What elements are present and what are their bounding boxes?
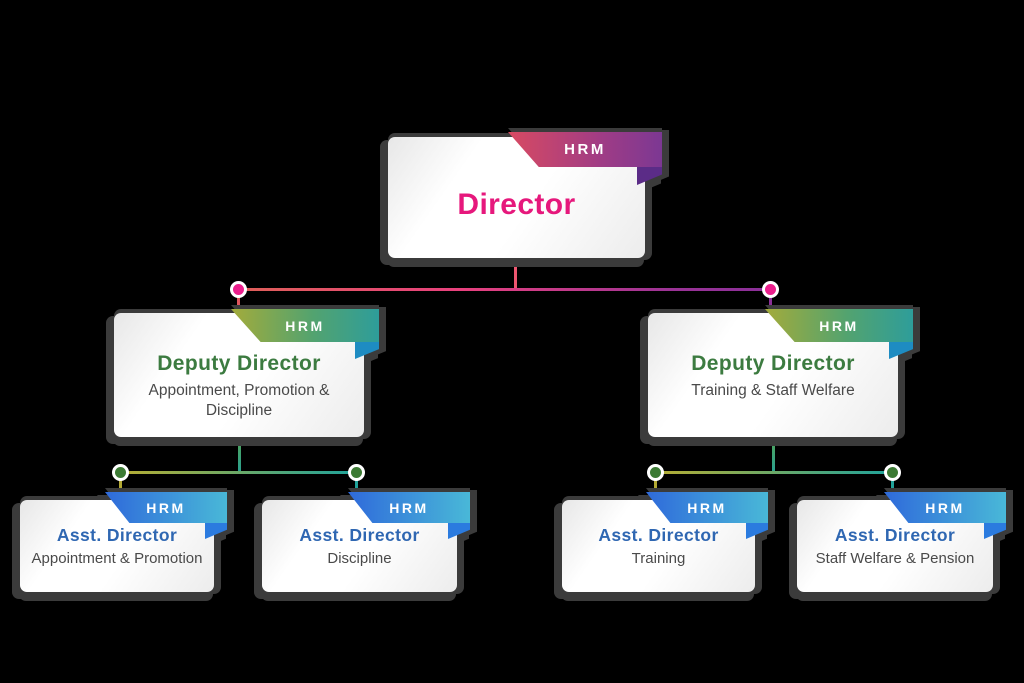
connector-stub-deputy-right: [768, 289, 772, 315]
hrm-ribbon: HRM: [348, 492, 470, 523]
hrm-ribbon: HRM: [765, 309, 913, 342]
hrm-ribbon: HRM: [105, 492, 227, 523]
connector-deputy-right-vertical: [771, 437, 775, 471]
assistant-title: Asst. Director: [56, 525, 178, 545]
org-card-asst-training: HRM Asst. Director Training: [562, 492, 768, 592]
assistant-subtitle: Appointment & Promotion: [31, 550, 203, 567]
branch-node-green-3: [646, 463, 664, 481]
deputy-title: Deputy Director: [691, 352, 855, 375]
org-card-asst-appointment: HRM Asst. Director Appointment & Promoti…: [20, 492, 227, 592]
branch-node-pink-right: [762, 281, 779, 298]
connector-level2-right-horizontal: [655, 470, 892, 474]
assistant-subtitle: Training: [631, 550, 686, 567]
org-card-deputy-appointment: HRM Deputy Director Appointment, Promoti…: [114, 309, 379, 437]
branch-node-green-4: [883, 463, 901, 481]
deputy-subtitle: Appointment, Promotion & Discipline: [148, 382, 330, 419]
branch-node-green-2: [347, 463, 365, 481]
hrm-ribbon-label: HRM: [146, 499, 186, 516]
assistant-title: Asst. Director: [299, 525, 420, 545]
connector-level2-left-horizontal: [120, 470, 356, 474]
connector-deputy-left-vertical: [237, 437, 241, 471]
deputy-subtitle: Training & Staff Welfare: [691, 382, 855, 399]
connector-stub-asst-3: [653, 472, 657, 500]
hrm-ribbon-label: HRM: [285, 317, 325, 334]
hrm-ribbon-label: HRM: [819, 317, 859, 334]
hrm-ribbon-label: HRM: [389, 499, 429, 516]
connector-stub-asst-4: [890, 472, 894, 500]
director-title: Director: [457, 188, 576, 221]
hrm-ribbon-label: HRM: [687, 499, 727, 516]
connector-level1-horizontal: [238, 288, 770, 291]
branch-node-green-1: [111, 463, 129, 481]
connector-stub-deputy-left: [236, 289, 240, 315]
connector-stub-asst-1: [118, 472, 122, 500]
hrm-ribbon: HRM: [231, 309, 379, 342]
hrm-ribbon: HRM: [508, 132, 662, 167]
assistant-subtitle: Discipline: [327, 550, 392, 567]
org-card-asst-discipline: HRM Asst. Director Discipline: [262, 492, 470, 592]
branch-node-pink-left: [230, 281, 247, 298]
connector-stub-asst-2: [354, 472, 358, 500]
deputy-title: Deputy Director: [157, 352, 321, 375]
hrm-ribbon-label: HRM: [925, 499, 965, 516]
org-card-director: HRM Director: [388, 132, 662, 258]
org-card-deputy-training: HRM Deputy Director Training & Staff Wel…: [648, 309, 913, 437]
assistant-title: Asst. Director: [834, 525, 956, 545]
org-card-asst-welfare: HRM Asst. Director Staff Welfare & Pensi…: [797, 492, 1006, 592]
connector-director-vertical: [514, 258, 517, 289]
assistant-title: Asst. Director: [598, 525, 719, 545]
hrm-ribbon-label: HRM: [564, 141, 606, 158]
assistant-subtitle: Staff Welfare & Pension: [815, 550, 975, 567]
